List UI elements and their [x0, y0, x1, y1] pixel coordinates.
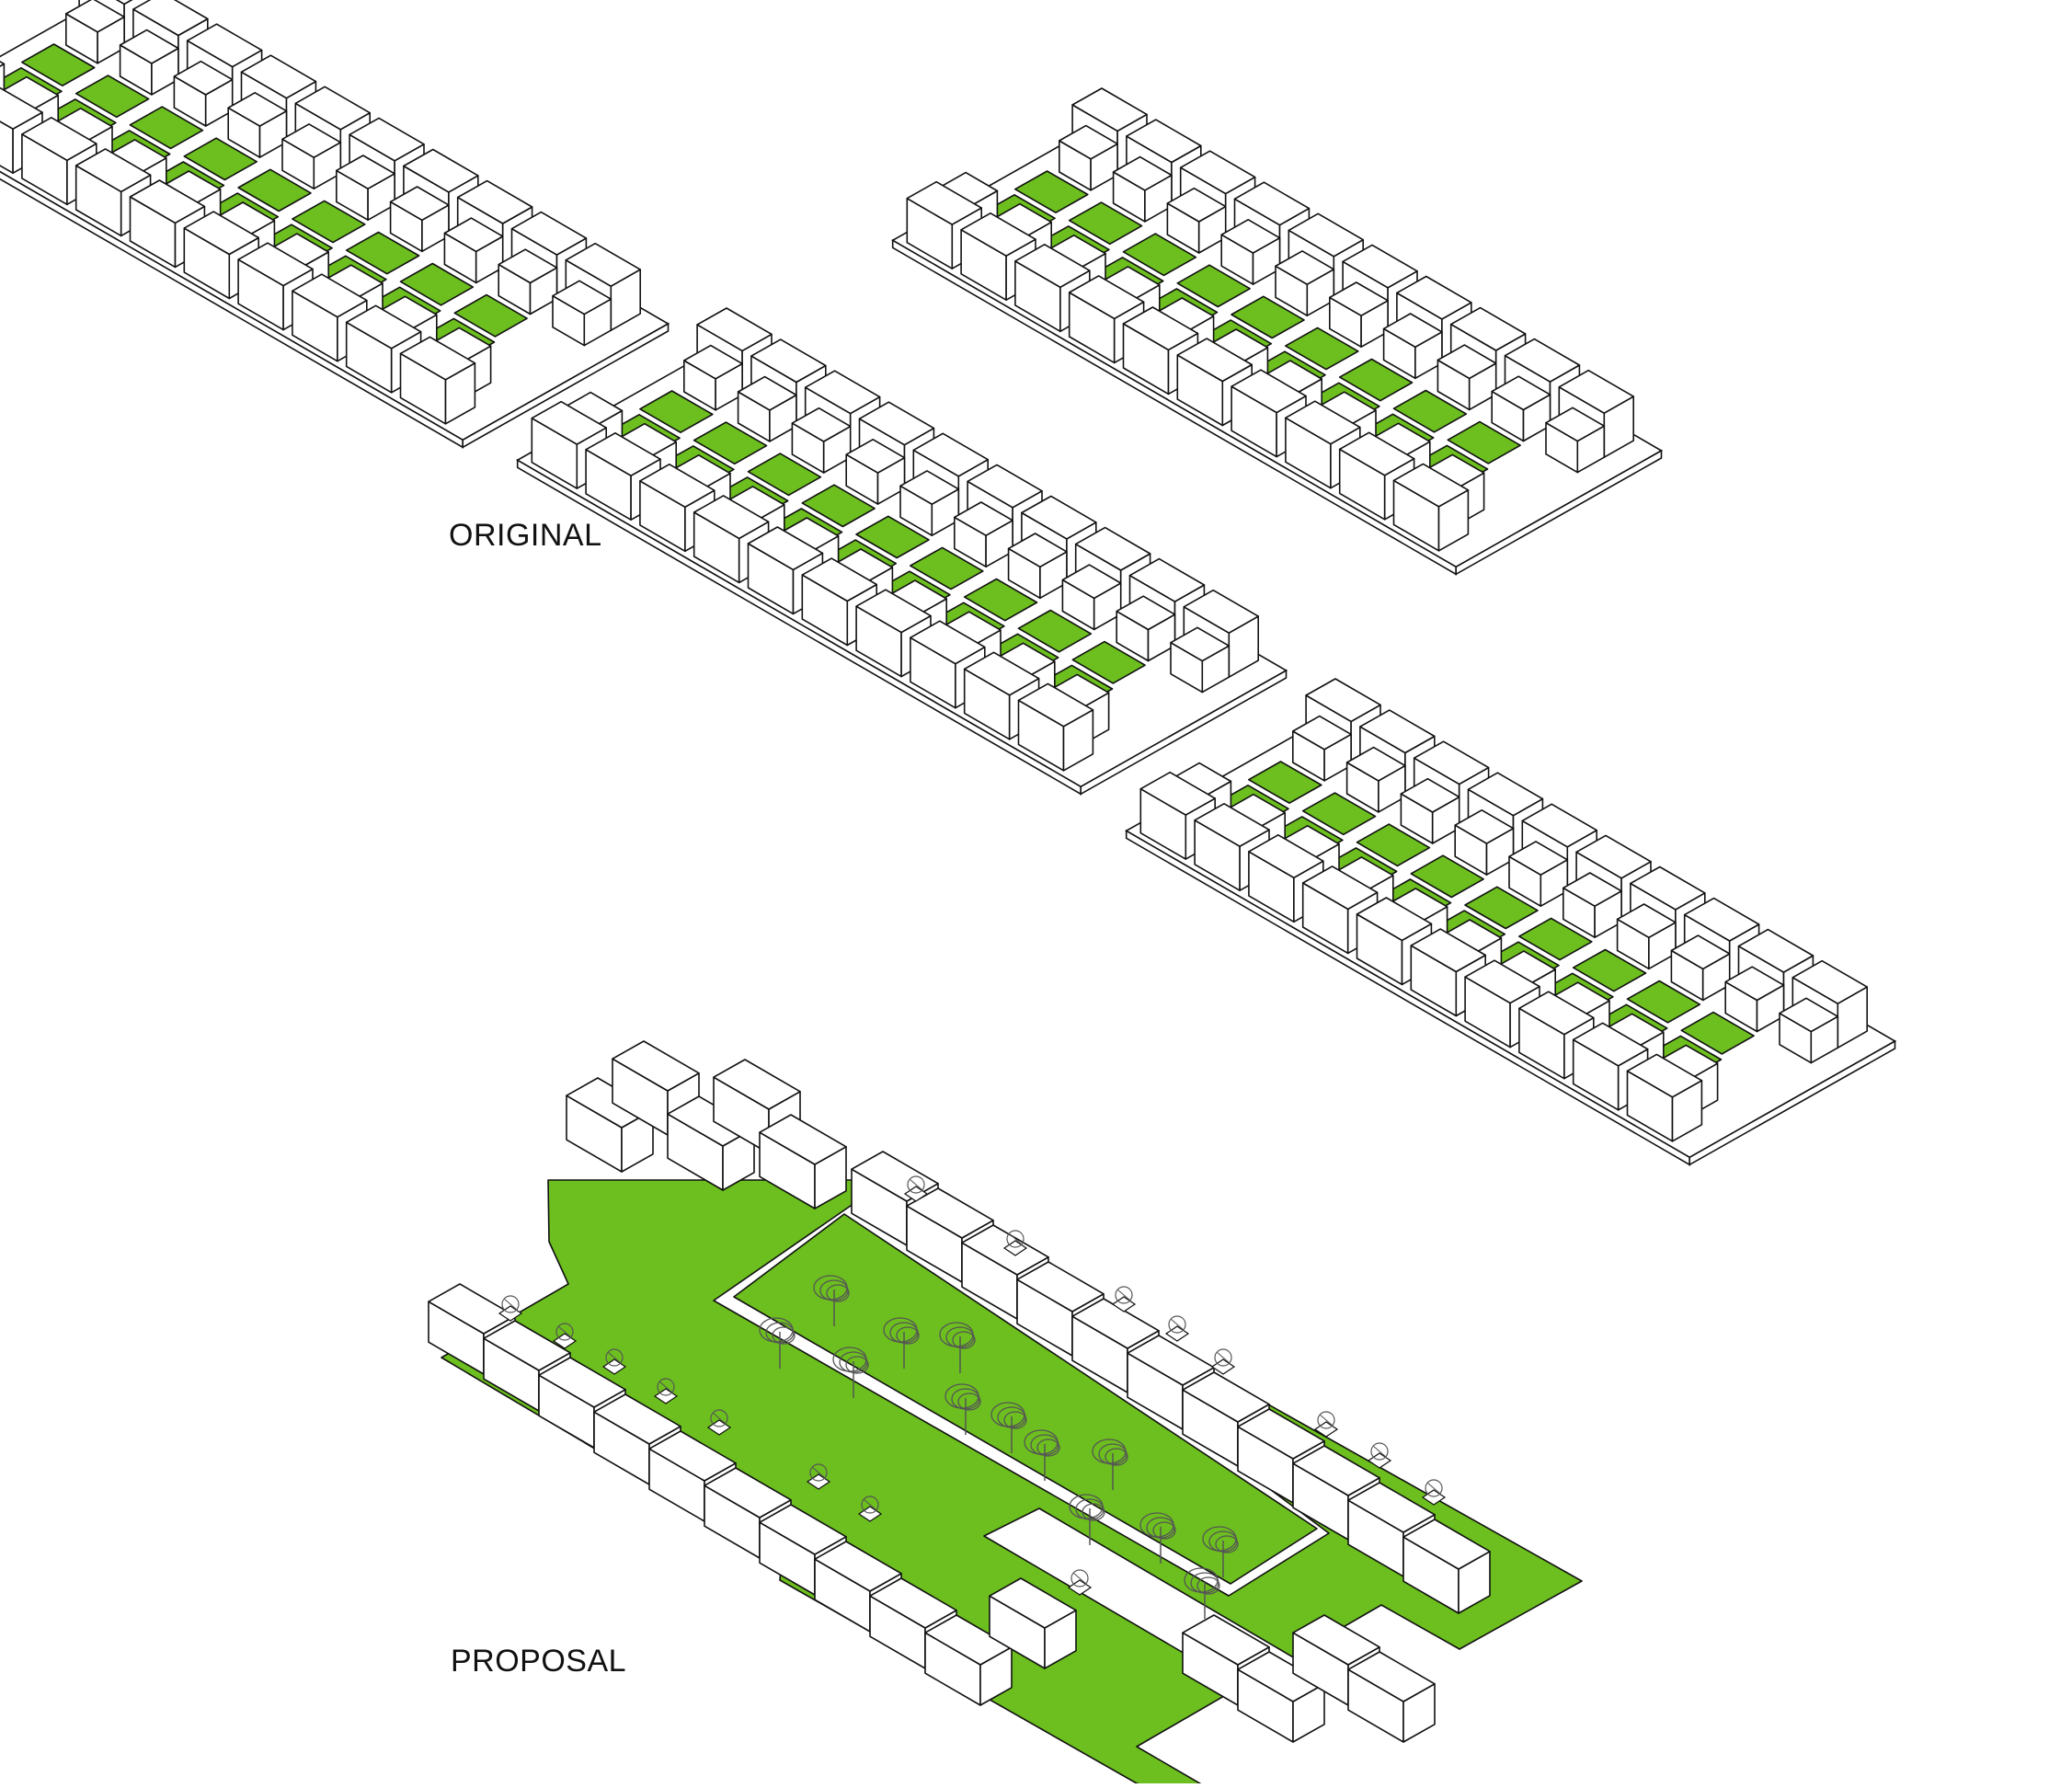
rooftop-structure-icon [1166, 1316, 1188, 1341]
original-label: ORIGINAL [449, 518, 601, 554]
rooftop-structure-icon [1212, 1349, 1234, 1374]
proposal-label: PROPOSAL [451, 1644, 626, 1679]
proposal-building [1348, 1652, 1435, 1742]
original-block [1127, 679, 1895, 1164]
original-block [0, 0, 668, 447]
original-layout-group [0, 0, 1895, 1164]
